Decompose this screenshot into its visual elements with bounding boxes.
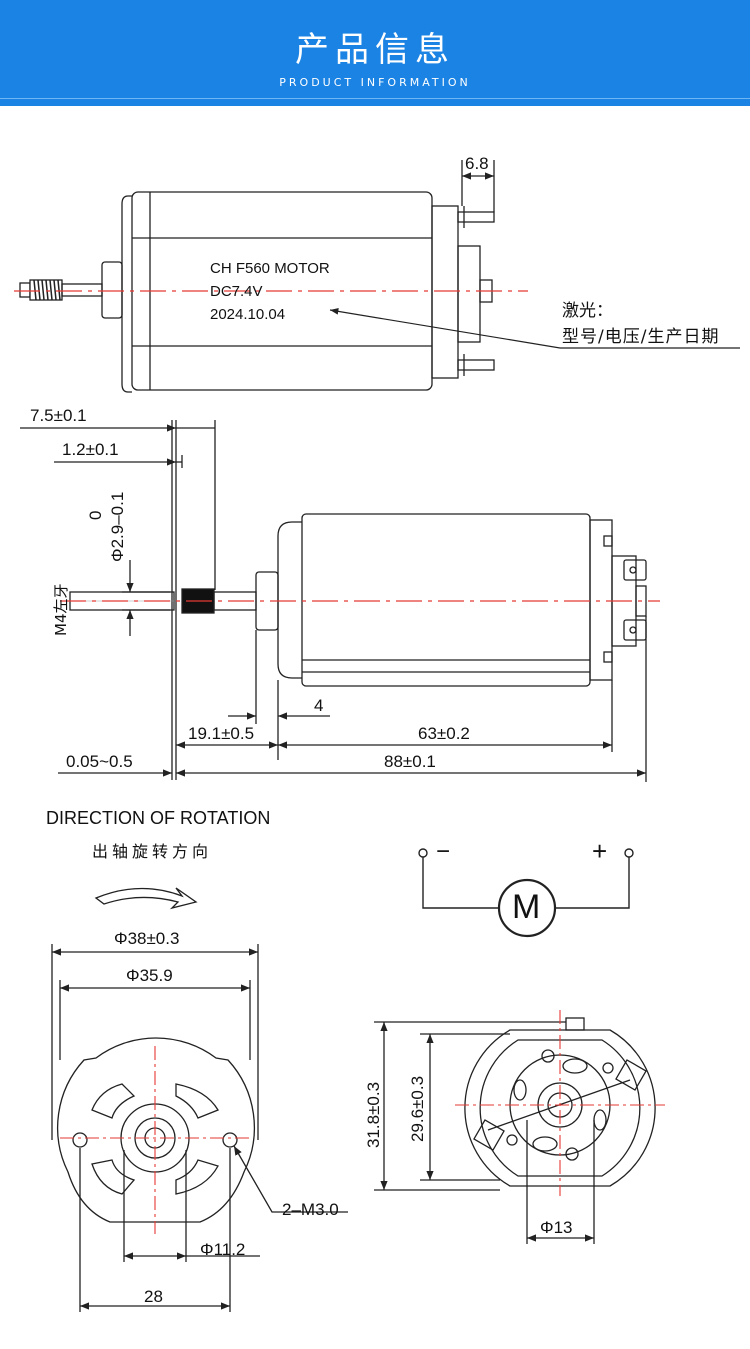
- dim-front-hub: Φ11.2: [200, 1240, 246, 1259]
- page-title: 产品信息: [295, 30, 455, 70]
- side-view: [20, 420, 647, 782]
- motor-schematic: [418, 848, 634, 938]
- dim-thread: M4左牙: [52, 583, 70, 637]
- rear-bearing: [457, 245, 481, 343]
- shaft-plain: [61, 283, 103, 297]
- minus-label: −: [436, 838, 451, 865]
- rear-housing: [464, 1029, 656, 1187]
- dim-shaft-dia: Φ2.9–0.1: [108, 491, 127, 562]
- rotation-title-en: DIRECTION OF ROTATION: [46, 808, 271, 828]
- plus-label: +: [592, 836, 608, 866]
- brush-holder-right: [615, 1059, 647, 1091]
- dim-flat: 1.2±0.1: [62, 440, 119, 459]
- dim-gap: 0.05~0.5: [66, 752, 133, 771]
- side-front-cap: [277, 521, 302, 679]
- rear-cap: [431, 205, 459, 379]
- dim-shaft-length: 7.5±0.1: [30, 406, 87, 425]
- front-boss: [101, 261, 123, 319]
- top-view: [19, 160, 740, 393]
- dim-body-dia: Φ35.9: [126, 966, 173, 985]
- dim-terminal: 6.8: [465, 154, 489, 173]
- front-housing: [57, 1037, 255, 1223]
- side-terminal-bottom: [623, 619, 647, 641]
- rotation-arrow-icon: [94, 887, 198, 910]
- rear-view: [374, 1017, 656, 1244]
- terminal-plus-icon: [624, 848, 634, 858]
- shaft-end: [19, 282, 31, 298]
- motor-symbol-icon: [497, 878, 557, 938]
- dim-screws: 2–M3.0: [282, 1200, 339, 1219]
- laser-date: 2024.10.04: [210, 306, 286, 323]
- dim-shaft-tol: 0: [86, 510, 105, 520]
- dim-outer-dia: Φ38±0.3: [114, 929, 180, 948]
- screw-hole-right: [222, 1132, 238, 1148]
- motor-symbol-label: M: [512, 888, 541, 926]
- callout-content: 型号/电压/生产日期: [562, 327, 720, 347]
- dim-front: 19.1±0.5: [188, 724, 255, 743]
- dim-boss: 4: [314, 696, 324, 715]
- side-rear-cap: [589, 519, 613, 681]
- brush-holder-left: [473, 1119, 505, 1151]
- screw-hole-left: [72, 1132, 88, 1148]
- laser-model: CH F560 MOTOR: [210, 260, 330, 277]
- rotation-title-cn: 出轴旋转方向: [92, 842, 213, 861]
- front-center-lines: [60, 1046, 250, 1234]
- callout-laser: 激光：: [562, 301, 613, 321]
- laser-voltage: DC7.4V: [210, 283, 263, 300]
- port-bottom: [532, 1136, 558, 1152]
- dim-total: 88±0.1: [384, 752, 436, 771]
- header-divider: [0, 98, 750, 99]
- terminal-minus-icon: [418, 848, 428, 858]
- side-terminal-top: [623, 559, 647, 581]
- dim-body-length: 63±0.2: [418, 724, 470, 743]
- front-cap: [121, 195, 132, 393]
- header-banner: [0, 0, 750, 106]
- rear-center-lines: [455, 1010, 665, 1196]
- dim-rear-height-inner: 29.6±0.3: [408, 1075, 427, 1142]
- page-subtitle: PRODUCT INFORMATION: [279, 76, 471, 89]
- port-top: [562, 1058, 588, 1074]
- terminal-top: [457, 211, 495, 223]
- dim-rear-height-outer: 31.8±0.3: [364, 1081, 383, 1148]
- terminal-bottom: [457, 359, 495, 371]
- dim-rear-hub: Φ13: [540, 1218, 573, 1237]
- dim-pitch: 28: [144, 1287, 163, 1306]
